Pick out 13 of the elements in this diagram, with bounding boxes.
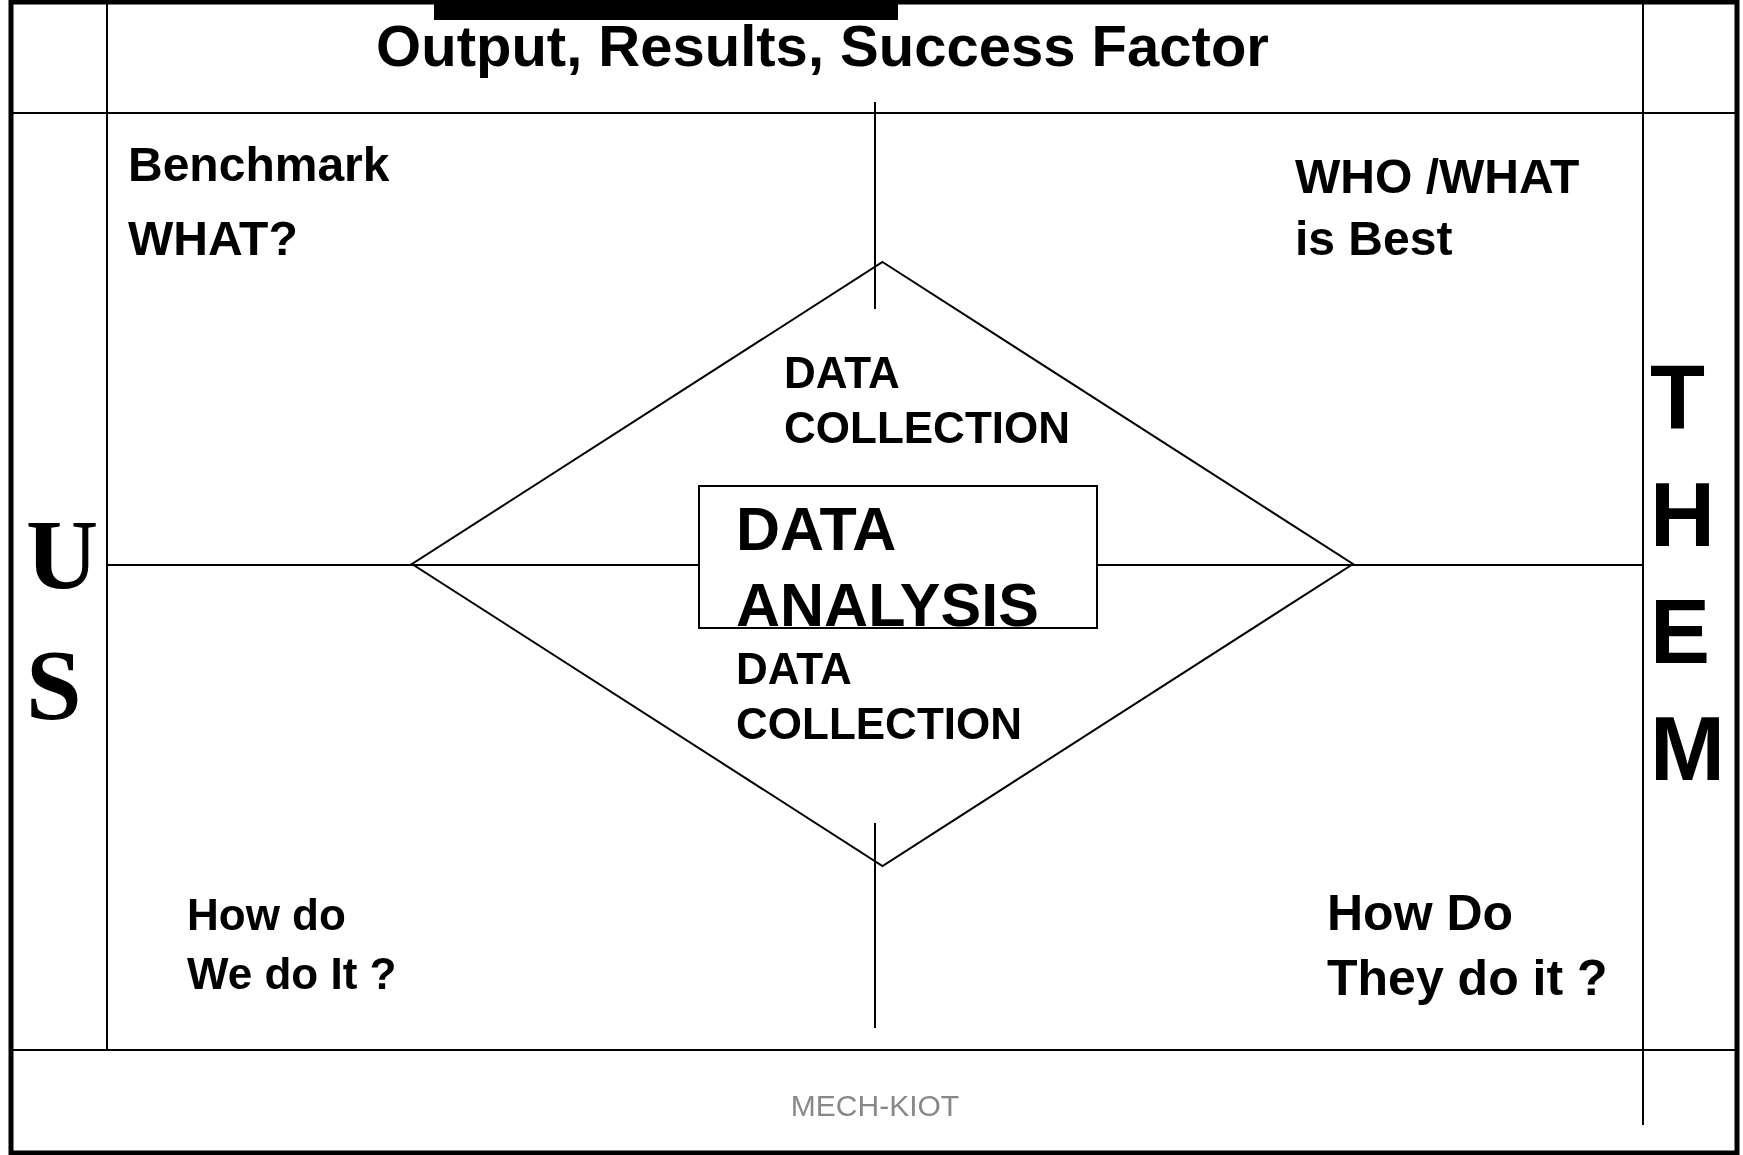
footer-text: MECH-KIOT <box>789 1089 961 1123</box>
diamond-label: DATA COLLECTION <box>736 643 1022 750</box>
title: Output, Results, Success Factor <box>375 14 1270 78</box>
quadrant-label: Benchmark WHAT? <box>128 137 390 268</box>
quadrant-label: How Do They do it ? <box>1327 884 1608 1008</box>
decision-diamond <box>411 261 1354 867</box>
quadrant-label: How do We do It ? <box>187 889 397 1000</box>
quadrant-label: WHO /WHAT is Best <box>1295 149 1580 268</box>
side-label: U S <box>26 498 99 742</box>
process-box <box>698 485 1098 629</box>
side-label: T H E M <box>1650 347 1725 801</box>
box-label: DATA ANALYSIS <box>736 494 1039 642</box>
diamond-label: DATA COLLECTION <box>784 347 1070 454</box>
